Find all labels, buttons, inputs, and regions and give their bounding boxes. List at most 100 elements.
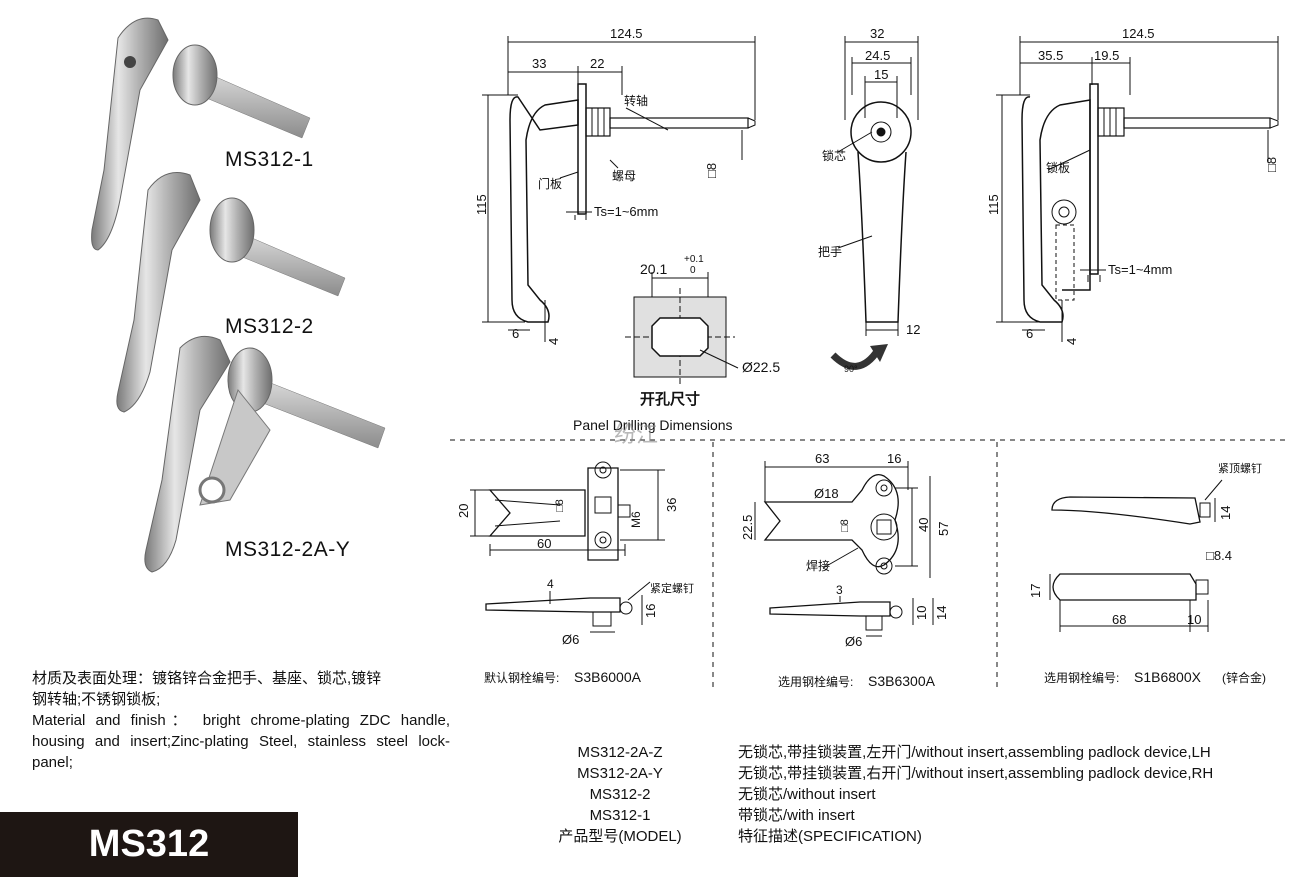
l1-d60: 60 [537, 536, 551, 551]
l2-d40: 40 [916, 518, 931, 532]
model-badge: MS312 [0, 812, 298, 877]
l2-d225: 22.5 [740, 515, 755, 540]
l1-d36: 36 [664, 498, 679, 512]
sv-dim-height: 115 [474, 194, 489, 215]
pc-tol-up: +0.1 [684, 254, 704, 265]
sv-ts: Ts=1~6mm [594, 204, 658, 219]
l3-d68: 68 [1112, 612, 1126, 627]
fv-label-core: 锁芯 [822, 148, 846, 163]
sv-label-panel: 门板 [538, 176, 562, 191]
l3-d84: □8.4 [1206, 548, 1232, 563]
l1-d6: Ø6 [562, 632, 579, 647]
l2-caption-code: S3B6300A [868, 673, 936, 689]
latch-2-drawing [754, 461, 934, 637]
handle-render-1 [91, 17, 311, 251]
model-cell: MS312-1 [589, 807, 651, 824]
lv-dim-sq8: □8 [1264, 157, 1279, 172]
l2-d57: 57 [936, 522, 951, 536]
l1-dm6: M6 [629, 511, 643, 528]
model-cell: MS312-2 [589, 786, 651, 803]
l1-d16: 16 [643, 604, 658, 618]
pc-title-en: Panel Drilling Dimensions [573, 417, 733, 433]
material-cn-line1: 材质及表面处理：镀铬锌合金把手、基座、锁芯,镀锌 [32, 670, 382, 687]
pc-dim-w: 20.1 [640, 261, 667, 277]
spec-cell: 带锁芯/with insert [738, 807, 855, 824]
sv-dim-b: 22 [590, 56, 604, 71]
handle-render-2 [116, 172, 346, 413]
l2-d6: Ø6 [845, 634, 862, 649]
spec-cell: 无锁芯,带挂锁装置,右开门/without insert,assembling … [738, 765, 1214, 782]
l2-d18: Ø18 [814, 486, 839, 501]
material-description: 材质及表面处理：镀铬锌合金把手、基座、锁芯,镀锌 钢转轴;不锈钢锁板; Mate… [32, 668, 450, 773]
fv-rotation: 90° [844, 364, 858, 374]
handle-render-3 [144, 335, 386, 573]
spec-header: 特征描述(SPECIFICATION) [738, 828, 922, 845]
l1-d8: □8 [554, 499, 566, 512]
spec-cell: 无锁芯/without insert [738, 786, 876, 803]
latch-3-drawing [1049, 479, 1223, 632]
l3-d17: 17 [1028, 584, 1043, 598]
table-row: MS312-1 带锁芯/with insert [520, 805, 1213, 826]
fv-dim-15: 15 [874, 67, 888, 82]
sv-dim-sq8: □8 [704, 163, 719, 178]
lv-dim-355: 35.5 [1038, 48, 1063, 63]
table-row: MS312-2 无锁芯/without insert [520, 784, 1213, 805]
fv-dim-245: 24.5 [865, 48, 890, 63]
l1-caption-prefix: 默认钢栓编号: [484, 670, 559, 685]
l2-d63: 63 [815, 451, 829, 466]
l2-d14: 14 [934, 606, 949, 620]
fv-dim-12: 12 [906, 322, 920, 337]
table-row: MS312-2A-Y 无锁芯,带挂锁装置,右开门/without insert,… [520, 763, 1213, 784]
l1-label-screw: 紧定螺钉 [650, 581, 694, 595]
l2-d10: 10 [914, 606, 929, 620]
l2-label-weld: 焊接 [806, 558, 830, 573]
l3-label-screw: 紧顶螺钉 [1218, 462, 1262, 475]
lv-ts: Ts=1~4mm [1108, 262, 1172, 277]
l1-caption-code: S3B6000A [574, 669, 642, 685]
l3-caption-suffix: (锌合金) [1222, 670, 1266, 685]
material-cn-line2: 钢转轴;不锈钢锁板; [32, 691, 161, 708]
front-view [837, 36, 919, 336]
material-en: Material and finish： bright chrome-plati… [32, 712, 450, 771]
sv-dim-6: 6 [512, 326, 519, 341]
lv-dim-4: 4 [1064, 338, 1079, 345]
rotation-arrow [830, 347, 881, 370]
model-header: 产品型号(MODEL) [558, 828, 682, 845]
pc-title-cn: 开孔尺寸 [640, 390, 700, 408]
sv-dim-total: 124.5 [610, 26, 643, 41]
l3-d14: 14 [1218, 506, 1233, 520]
l3-caption-code: S1B6800X [1134, 669, 1202, 685]
sv-dim-4: 4 [546, 338, 561, 345]
model-cell: MS312-2A-Y [577, 765, 663, 782]
l3-caption-prefix: 选用钢栓编号: [1044, 670, 1119, 685]
pc-dia: Ø22.5 [742, 359, 780, 375]
variant-label-1: MS312-1 [225, 148, 314, 171]
side-view [482, 36, 756, 342]
variant-label-2: MS312-2 [225, 315, 314, 338]
fv-label-handle: 把手 [818, 245, 842, 259]
l2-d3: 3 [836, 583, 843, 597]
lv-dim-6: 6 [1026, 326, 1033, 341]
table-header-row: 产品型号(MODEL) 特征描述(SPECIFICATION) [520, 826, 1213, 847]
sv-label-nut: 螺母 [612, 169, 636, 183]
variant-label-3: MS312-2A-Y [225, 538, 351, 561]
sv-dim-a: 33 [532, 56, 546, 71]
spec-cell: 无锁芯,带挂锁装置,左开门/without insert,assembling … [738, 744, 1211, 761]
lv-dim-195: 19.5 [1094, 48, 1119, 63]
latch-1-drawing [470, 461, 665, 633]
lv-label-lockplate: 锁板 [1046, 160, 1070, 175]
lv-dim-total: 124.5 [1122, 26, 1155, 41]
sv-label-shaft: 转轴 [624, 93, 648, 108]
model-table: MS312-2A-Z 无锁芯,带挂锁装置,左开门/without insert,… [520, 742, 1213, 847]
lv-dim-height: 115 [986, 194, 1001, 215]
l1-d4: 4 [547, 577, 554, 591]
panel-cutout [625, 272, 739, 386]
l1-d20: 20 [456, 504, 471, 518]
pc-tol-low: 0 [690, 265, 696, 276]
table-row: MS312-2A-Z 无锁芯,带挂锁装置,左开门/without insert,… [520, 742, 1213, 763]
l2-d8: □8 [839, 519, 851, 532]
fv-dim-32: 32 [870, 26, 884, 41]
model-cell: MS312-2A-Z [577, 744, 663, 761]
l2-caption-prefix: 选用钢栓编号: [778, 674, 853, 689]
